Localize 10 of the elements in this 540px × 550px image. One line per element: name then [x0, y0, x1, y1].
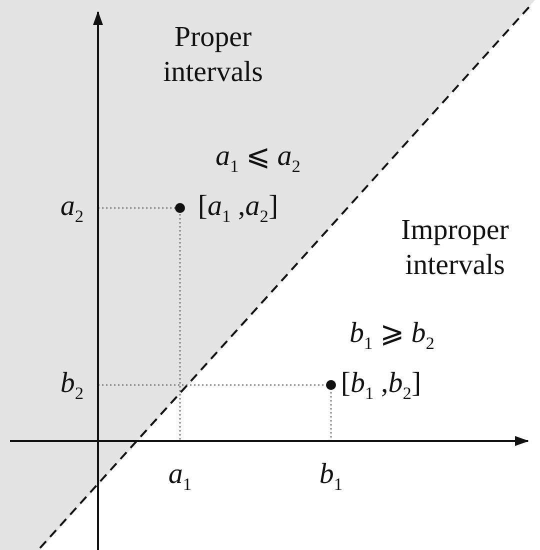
point-label: [b$_{1}$ ,b$_{2}$]	[340, 366, 422, 404]
axis-tick-label: b$_{2}$	[60, 366, 84, 404]
region-label: Proper intervals	[162, 20, 264, 90]
inequality-label: a$_{1}$ ⩽ a$_{2}$	[216, 139, 300, 177]
axis-tick-label: a$_{1}$	[168, 457, 192, 495]
region-label: Improper intervals	[400, 213, 510, 283]
point-label: [a$_{1}$ ,a$_{2}$]	[198, 189, 278, 227]
axis-tick-label: b$_{1}$	[319, 457, 343, 495]
axis-tick-label: a$_{2}$	[60, 189, 84, 227]
inequality-label: b$_{1}$ ⩾ b$_{2}$	[350, 316, 434, 354]
